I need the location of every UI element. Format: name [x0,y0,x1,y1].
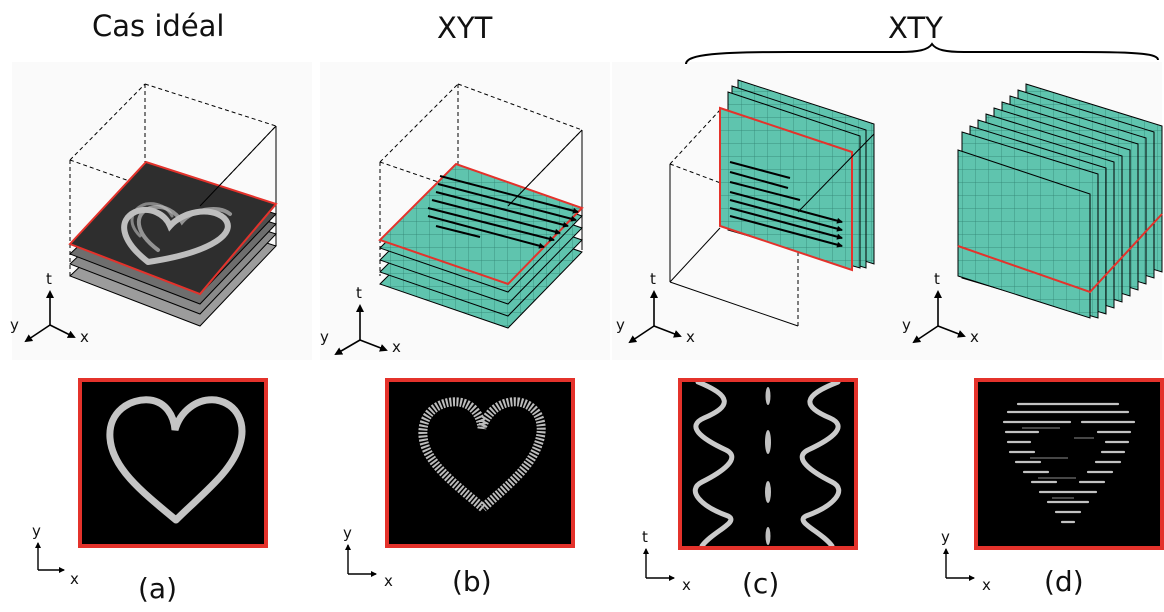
result-image-xyt [385,378,575,548]
result-image-xty-c [678,378,858,550]
axis2d-label-x-b: x [384,572,393,590]
caption-c: (c) [742,567,780,600]
axis-label-x-b: x [392,338,401,356]
axis2d-label-x-c: x [682,576,691,594]
caption-a: (a) [138,572,178,605]
axis-label-t-d: t [934,270,940,288]
highlighted-slice-xty [719,106,853,272]
caption-d: (d) [1044,565,1084,598]
axes-3d-c [628,290,682,344]
axes-3d-a [24,290,76,343]
axis2d-label-y-d: y [941,528,950,546]
axis2d-label-y-a: y [32,522,41,540]
title-xty: XTY [888,11,943,45]
title-ideal-case: Cas idéal [92,9,225,43]
axis2d-label-x-d: x [982,576,991,594]
result-image-xty-d [974,378,1164,550]
cube-xyt [378,83,584,329]
xty-brace [685,42,1159,65]
result-image-ideal [78,378,268,548]
axis-label-y-b: y [320,328,329,346]
axis2d-label-t-c: t [642,528,648,546]
axes-2d-a [35,542,65,573]
highlighted-slice-ideal [68,160,278,296]
highlighted-line-xty-d [957,213,1163,294]
axes-3d-b [334,304,388,356]
axis-label-y-a: y [10,316,19,334]
axis-label-t-c: t [650,270,656,288]
axis-label-y-c: y [616,316,625,334]
axis-label-y-d: y [902,316,911,334]
title-xyt: XYT [437,11,493,45]
axis-label-x-a: x [80,328,89,346]
axes-2d-b [345,544,377,577]
axis2d-label-y-b: y [343,524,352,542]
scan-arrows-xyt [427,175,579,249]
scan-arrows-xty [729,161,843,248]
axis-label-t-b: t [356,284,362,302]
axis-label-x-c: x [686,328,695,346]
cube-xty-d [957,83,1163,319]
axis-label-t-a: t [46,270,52,288]
axes-2d-c [643,548,675,581]
cube-ideal [68,83,278,327]
axis-label-x-d: x [970,328,979,346]
axes-2d-d [943,548,975,581]
highlighted-slice-xyt [378,162,584,286]
axes-3d-d [912,290,966,344]
cube-xty-c [669,79,875,327]
caption-b: (b) [452,565,492,598]
axis2d-label-x-a: x [70,570,79,588]
